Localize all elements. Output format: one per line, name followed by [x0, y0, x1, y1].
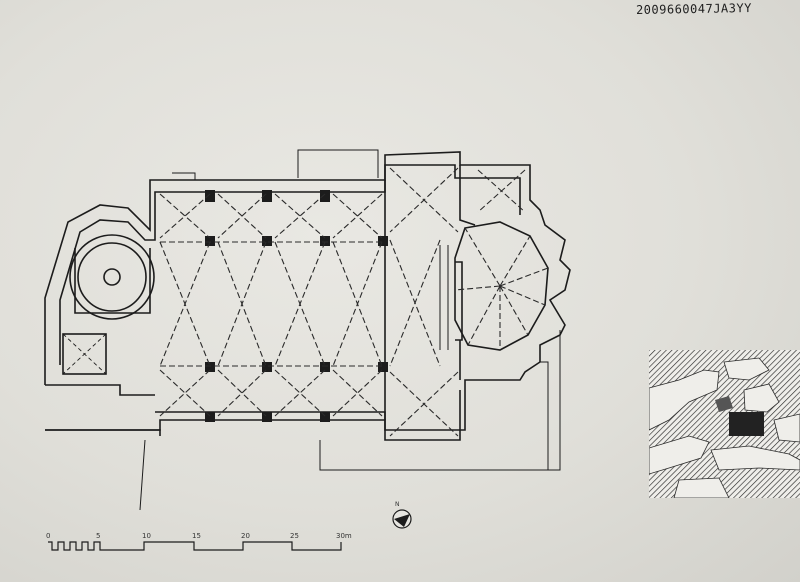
scale-label-20: 20 [241, 532, 250, 540]
scale-label-5: 5 [96, 532, 100, 540]
north-wall [155, 390, 461, 441]
scale-labels: 0 5 10 15 20 25 30m [46, 532, 352, 540]
vault-ribs [159, 167, 549, 437]
scale-label-15: 15 [192, 532, 201, 540]
scale-label-10: 10 [142, 532, 151, 540]
location-inset-map [648, 350, 800, 499]
rotunda-inner [77, 242, 147, 312]
rotunda-outer [69, 234, 155, 320]
rotunda-center [103, 268, 121, 286]
inset-map-drawing [648, 350, 800, 499]
scale-label-0: 0 [46, 532, 50, 540]
north-label: N [395, 501, 400, 508]
church-location-marker [729, 412, 764, 436]
piers [205, 190, 388, 422]
inner-wall [59, 164, 521, 365]
scale-label-25: 25 [290, 532, 299, 540]
chapel [62, 333, 107, 375]
outer-wall [44, 151, 571, 431]
scale-bar [48, 541, 342, 551]
scale-label-30m: 30m [336, 532, 352, 540]
north-arrow-icon: N [392, 501, 412, 529]
